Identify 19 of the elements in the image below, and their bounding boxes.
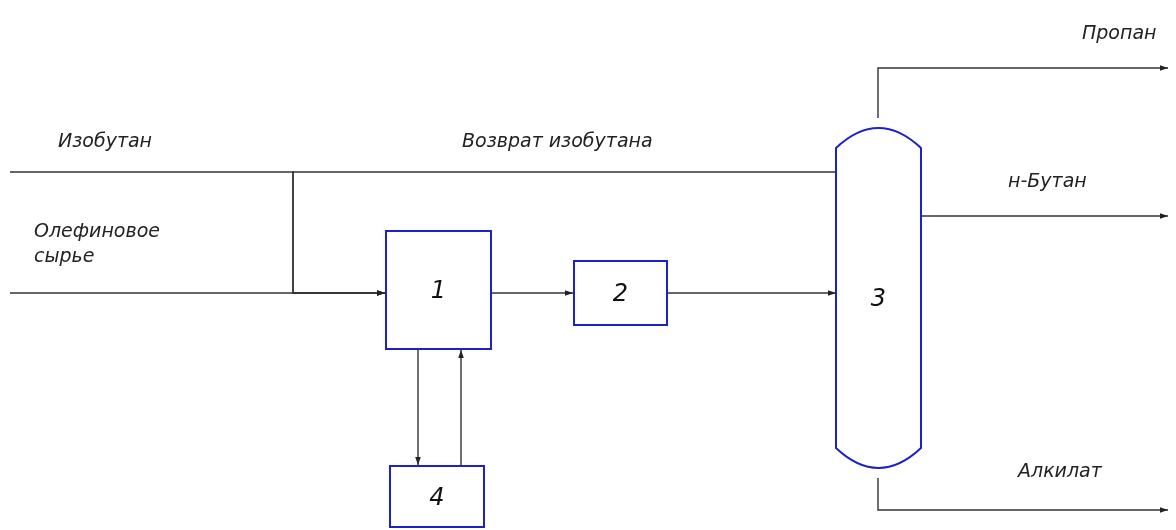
stream-label: н-Бутан [1008,168,1088,193]
equipment-number: 1 [430,276,447,304]
stream-label: Олефиновое сырье [34,218,161,268]
flow-arrow [667,290,837,296]
flow-arrow [877,477,1169,513]
equipment-number: 3 [870,284,887,312]
equipment-number: 2 [612,279,629,307]
flow-arrow [415,349,421,466]
process-box [573,260,668,326]
reactor-box [385,230,492,350]
stream-label: Алкилат [1018,458,1104,483]
flow-arrow [491,290,574,296]
process-box [389,465,485,528]
stream-label: Возврат изобутана [462,128,654,153]
flow-arrow [877,65,1169,119]
stream-label: Пропан [1082,20,1158,45]
stream-label: Изобутан [58,128,154,153]
flow-arrow [458,349,464,466]
equipment-number: 4 [429,482,445,511]
